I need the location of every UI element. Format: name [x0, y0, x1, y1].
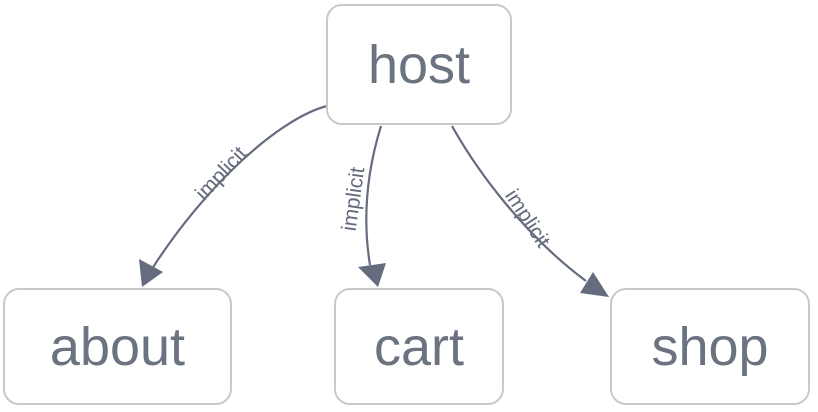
edge-host-about-arrowhead — [139, 259, 163, 287]
node-about[interactable]: about — [3, 288, 232, 405]
edge-host-about[interactable]: implicit — [139, 104, 328, 287]
node-about-label: about — [49, 316, 186, 377]
node-host[interactable]: host — [326, 4, 512, 125]
edge-host-shop[interactable]: implicit — [451, 125, 609, 297]
node-shop-label: shop — [651, 316, 769, 377]
edge-host-about-path — [149, 104, 328, 273]
node-shop[interactable]: shop — [610, 288, 810, 405]
node-cart[interactable]: cart — [334, 288, 504, 405]
node-cart-label: cart — [373, 316, 465, 377]
edge-host-cart-path — [365, 125, 383, 266]
edge-host-about-label: implicit — [191, 142, 252, 205]
node-host-label: host — [367, 34, 471, 95]
edge-host-cart-label: implicit — [338, 166, 370, 233]
edge-host-cart-arrowhead — [358, 263, 386, 287]
edge-host-shop-arrowhead — [580, 272, 609, 297]
edge-host-shop-label: implicit — [500, 185, 554, 251]
edge-host-shop-path — [451, 125, 587, 282]
edge-host-cart[interactable]: implicit — [338, 125, 386, 287]
